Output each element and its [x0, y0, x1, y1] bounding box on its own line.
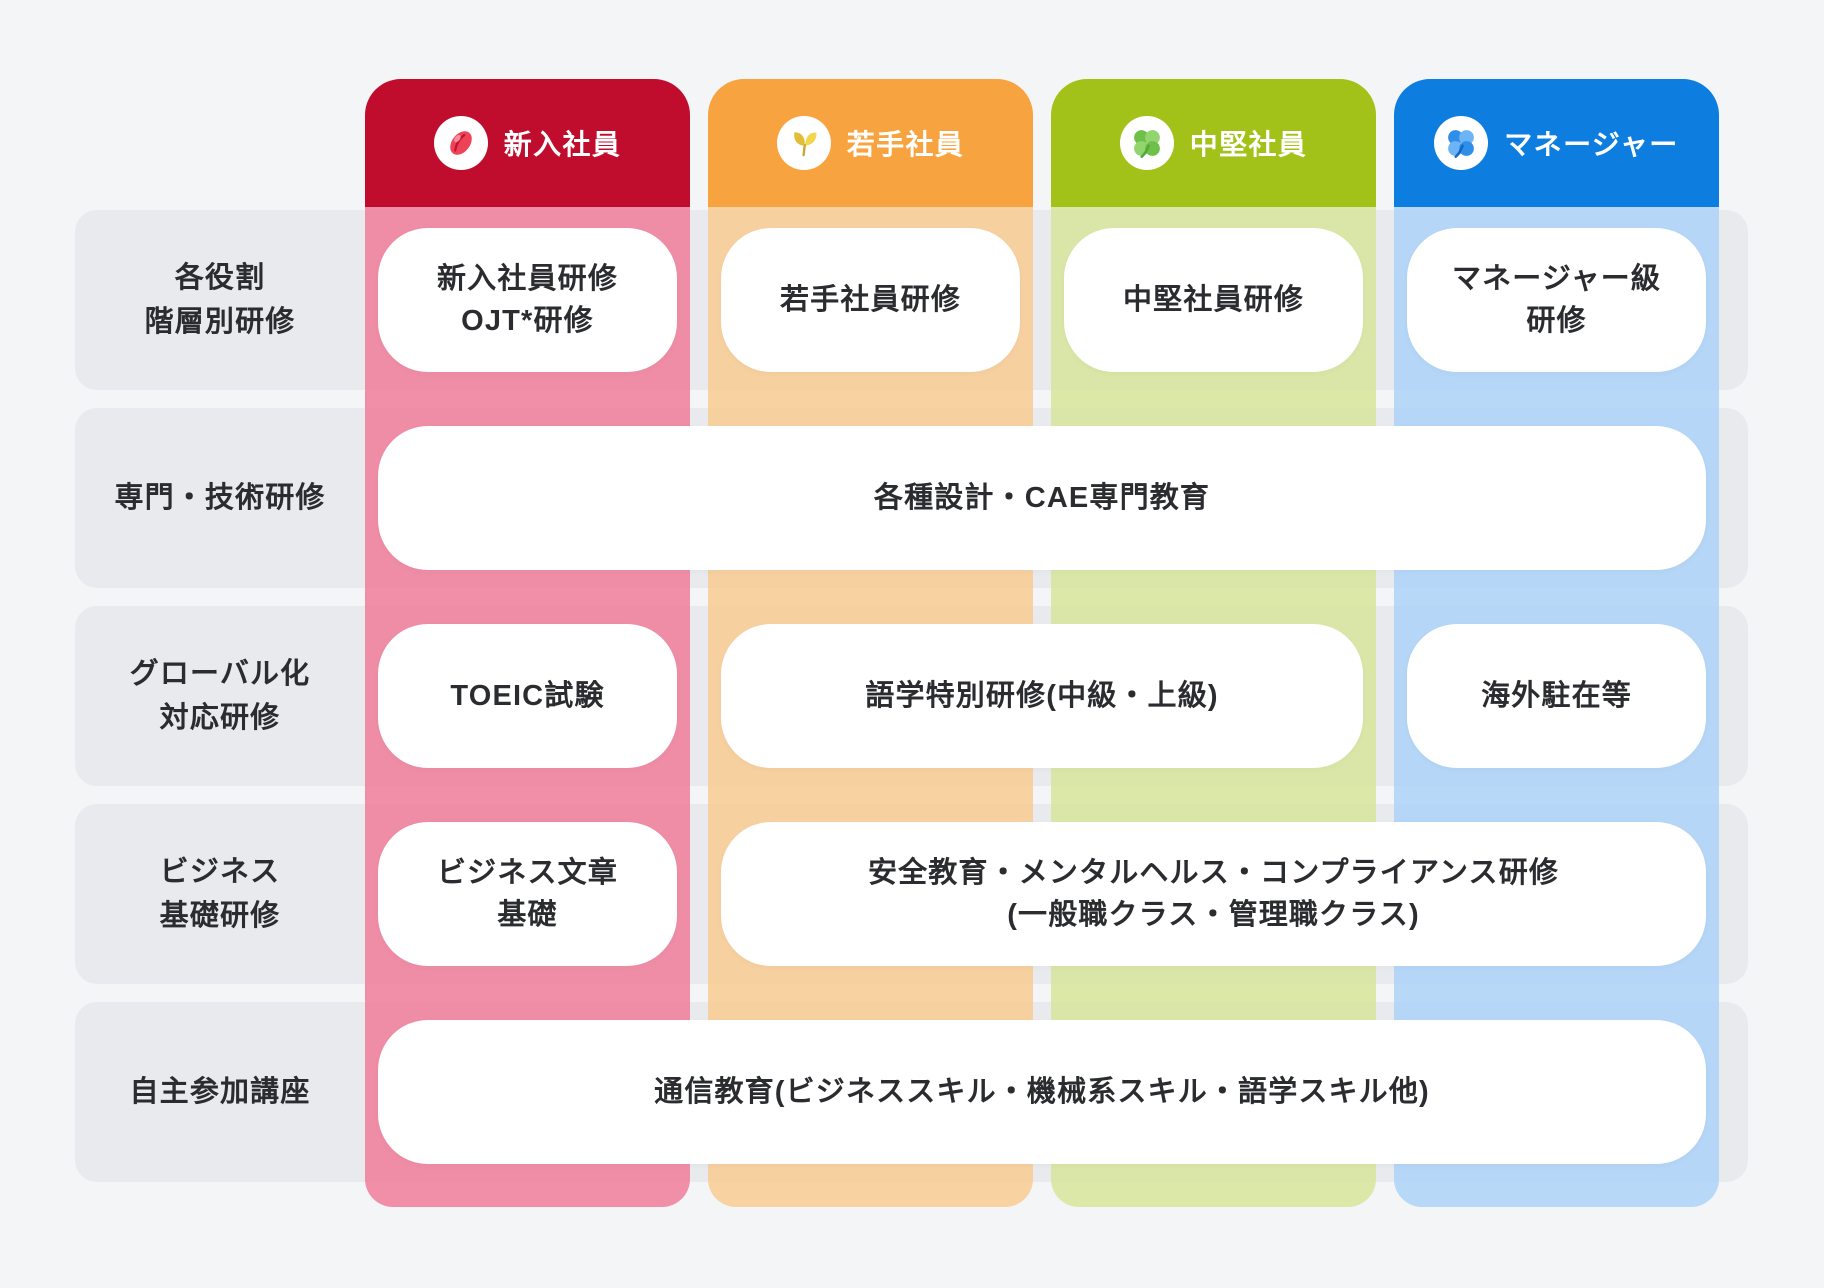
cell-line: 通信教育(ビジネススキル・機械系スキル・語学スキル他) — [654, 1076, 1430, 1108]
row-label-technical-training: 専門・技術研修 — [75, 408, 365, 588]
cell-line: 海外駐在等 — [1481, 680, 1632, 712]
row-label-line: グローバル化 — [129, 658, 311, 690]
row-label-line: 階層別研修 — [144, 306, 296, 338]
flower-icon — [1434, 116, 1489, 170]
row-label-line: 基礎研修 — [159, 900, 281, 932]
cell-line: マネージャー級 — [1451, 263, 1662, 295]
column-header-label: 新入社員 — [503, 129, 622, 160]
cell-design-cae-education: 各種設計・CAE専門教育 — [378, 426, 1706, 570]
cell-line: 語学特別研修(中級・上級) — [865, 680, 1219, 712]
cell-line: 各種設計・CAE専門教育 — [873, 482, 1211, 514]
cell-line: TOEIC試験 — [450, 680, 605, 712]
cell-line: 研修 — [1526, 305, 1587, 337]
cell-line: 基礎 — [497, 899, 558, 931]
cell-new-employee-training: 新入社員研修 OJT*研修 — [378, 228, 677, 372]
column-header-new-employee: 新入社員 — [365, 79, 690, 207]
cell-toeic-exam: TOEIC試験 — [378, 624, 677, 768]
cell-business-writing-basics: ビジネス文章 基礎 — [378, 822, 677, 966]
cell-young-employee-training: 若手社員研修 — [721, 228, 1020, 372]
row-label-business-basics: ビジネス 基礎研修 — [75, 804, 365, 984]
row-label-global-training: グローバル化 対応研修 — [75, 606, 365, 786]
cell-line: 安全教育・メンタルヘルス・コンプライアンス研修 — [867, 857, 1560, 889]
row-label-voluntary-courses: 自主参加講座 — [75, 1002, 365, 1182]
cell-line: 若手社員研修 — [780, 284, 961, 316]
cell-mid-level-training: 中堅社員研修 — [1064, 228, 1363, 372]
cell-correspondence-education: 通信教育(ビジネススキル・機械系スキル・語学スキル他) — [378, 1020, 1706, 1164]
column-header-label: 若手社員 — [846, 129, 965, 160]
cell-line: 中堅社員研修 — [1123, 284, 1304, 316]
sprout-icon — [776, 116, 831, 170]
clover-icon — [1119, 116, 1174, 170]
column-header-label: マネージャー — [1504, 129, 1679, 160]
row-label-line: 専門・技術研修 — [114, 482, 326, 514]
cell-line: OJT*研修 — [461, 305, 594, 337]
cell-overseas-assignment: 海外駐在等 — [1407, 624, 1706, 768]
column-header-manager: マネージャー — [1394, 79, 1719, 207]
row-label-line: ビジネス — [159, 856, 281, 888]
column-header-young-employee: 若手社員 — [708, 79, 1033, 207]
column-header-mid-level-employee: 中堅社員 — [1051, 79, 1376, 207]
row-label-line: 自主参加講座 — [129, 1076, 311, 1108]
row-label-line: 各役割 — [174, 262, 266, 294]
row-label-role-training: 各役割 階層別研修 — [75, 210, 365, 390]
cell-language-special-training: 語学特別研修(中級・上級) — [721, 624, 1363, 768]
cell-manager-training: マネージャー級 研修 — [1407, 228, 1706, 372]
seed-icon — [433, 116, 488, 170]
cell-line: (一般職クラス・管理職クラス) — [1007, 899, 1420, 931]
cell-line: ビジネス文章 — [437, 857, 618, 889]
column-header-label: 中堅社員 — [1189, 129, 1308, 160]
cell-safety-mentalhealth-compliance: 安全教育・メンタルヘルス・コンプライアンス研修 (一般職クラス・管理職クラス) — [721, 822, 1706, 966]
row-label-line: 対応研修 — [159, 702, 281, 734]
cell-line: 新入社員研修 — [437, 263, 618, 295]
